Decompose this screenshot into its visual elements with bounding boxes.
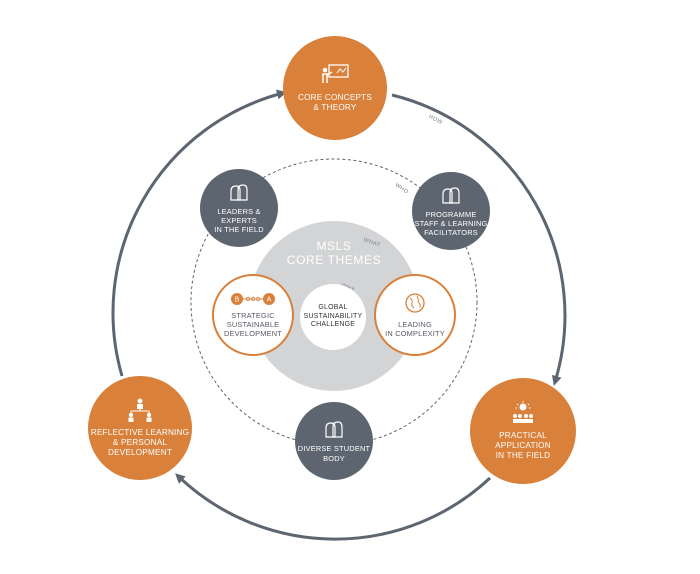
programme-staff-label: PROGRAMME STAFF & LEARNING FACILITATORS <box>414 209 488 238</box>
center-label: GLOBAL SUSTAINABILITY CHALLENGE <box>303 303 363 329</box>
leaders-experts-label: LEADERS & EXPERTS IN THE FIELD <box>214 206 264 235</box>
arc-reflect-to-core <box>111 89 287 377</box>
icon-letter-b: B <box>235 296 240 303</box>
arc-practice-to-reflect <box>175 473 492 541</box>
backcasting-icon: B A <box>231 292 275 305</box>
node-reflective-learning: REFLECTIVE LEARNING & PERSONAL DEVELOPME… <box>88 376 192 480</box>
core-concepts-label: CORE CONCEPTS & THEORY <box>297 92 373 112</box>
presentation-icon <box>322 64 349 83</box>
center-challenge: GLOBAL SUSTAINABILITY CHALLENGE <box>300 284 366 350</box>
diverse-students-label: DIVERSE STUDENT BODY <box>297 444 371 463</box>
practical-application-label: PRACTICAL APPLICATION IN THE FIELD <box>495 430 551 461</box>
network-people-icon <box>128 398 152 422</box>
node-core-concepts: CORE CONCEPTS & THEORY <box>283 36 387 140</box>
globe-icon <box>405 293 425 313</box>
people-icon <box>325 421 343 438</box>
theme-strategic-label: STRATEGIC SUSTAINABLE DEVELOPMENT <box>223 310 283 339</box>
node-practical-application: PRACTICAL APPLICATION IN THE FIELD <box>470 378 576 484</box>
icon-letter-a: A <box>267 296 272 303</box>
theme-leading: LEADING IN COMPLEXITY <box>374 274 456 356</box>
idea-group-icon <box>513 400 533 423</box>
theme-strategic: B A STRATEGIC SUSTAINABLE DEVELOPMENT <box>212 274 294 356</box>
people-icon <box>230 184 248 201</box>
arc-how <box>391 93 567 386</box>
node-leaders-experts: LEADERS & EXPERTS IN THE FIELD <box>200 169 278 247</box>
people-icon <box>442 187 460 204</box>
reflective-learning-label: REFLECTIVE LEARNING & PERSONAL DEVELOPME… <box>90 427 190 458</box>
node-programme-staff: PROGRAMME STAFF & LEARNING FACILITATORS <box>412 172 490 250</box>
theme-leading-label: LEADING IN COMPLEXITY <box>385 319 445 338</box>
node-diverse-students: DIVERSE STUDENT BODY <box>295 402 373 480</box>
dashed-ring <box>190 158 478 446</box>
core-title: MSLS CORE THEMES <box>286 239 382 267</box>
